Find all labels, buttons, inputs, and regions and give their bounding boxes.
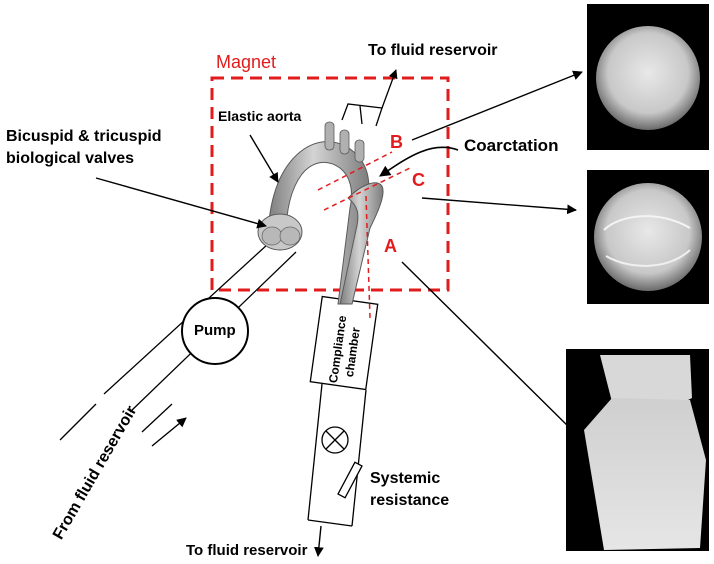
magnet-label: Magnet [216, 52, 277, 72]
to-fluid-reservoir-bottom-label: To fluid reservoir [186, 542, 308, 559]
pointer-arrows [95, 70, 583, 557]
plane-c-label: C [412, 170, 425, 190]
inflow-tubing [59, 243, 297, 441]
to-fluid-reservoir-top-label: To fluid reservoir [368, 42, 498, 59]
coarctation-label: Coarctation [464, 136, 559, 155]
mri-image-b [587, 4, 709, 150]
cut-planes [317, 151, 411, 319]
valves-label-line1: Bicuspid & tricuspid [6, 128, 162, 145]
mri-image-c [587, 170, 709, 304]
elastic-aorta-label: Elastic aorta [218, 108, 302, 124]
plane-b-label: B [390, 132, 403, 152]
outflow-tubing [307, 383, 367, 527]
pump-label: Pump [194, 322, 236, 339]
magnet-box [210, 76, 450, 292]
reservoir-connector [341, 69, 398, 127]
elastic-aorta [257, 121, 384, 305]
systemic-resistance-label-line1: Systemic [370, 470, 441, 487]
coarctation-arrow [379, 146, 459, 177]
systemic-resistance-label-line2: resistance [370, 492, 450, 509]
mri-image-a [566, 349, 709, 551]
resistance-valve [321, 426, 363, 499]
plane-a-label: A [384, 236, 397, 256]
valves-label-line2: biological valves [6, 150, 135, 167]
pump-circle [181, 297, 249, 365]
